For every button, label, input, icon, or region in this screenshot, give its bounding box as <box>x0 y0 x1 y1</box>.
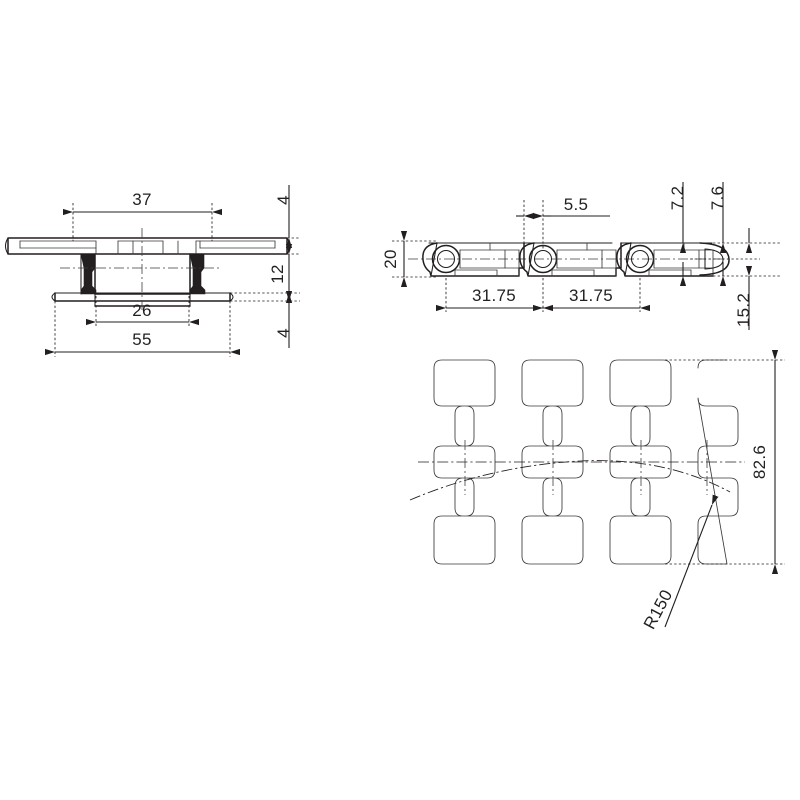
dim-5-5: 5.5 <box>516 195 610 250</box>
plan-turn-arc <box>409 460 731 501</box>
dim-side-vertical-stack: 7.2 7.6 15.2 <box>668 182 780 330</box>
dim-26: 26 <box>86 296 199 326</box>
front-center-hub <box>94 253 191 307</box>
dim-82-6: 82.6 <box>665 350 785 574</box>
dim-55: 55 <box>45 301 240 357</box>
dim-front-vertical-stack: 4 12 4 <box>230 185 300 348</box>
dim-82-6-label: 82.6 <box>750 445 769 479</box>
dim-31-75-a-label: 31.75 <box>472 286 516 305</box>
front-base-flange <box>51 292 234 302</box>
front-left-rib <box>80 253 97 295</box>
dim-20-label: 20 <box>381 249 400 269</box>
side-link-module-1 <box>422 242 613 277</box>
dim-7-2-label: 7.2 <box>668 186 687 211</box>
side-link-module-2 <box>519 242 622 277</box>
front-section-view: 37 26 55 4 12 <box>4 185 300 357</box>
dim-15-2-label: 15.2 <box>734 293 753 327</box>
plan-module-4 <box>697 359 739 565</box>
dim-55-label: 55 <box>132 330 152 349</box>
dim-31-75-b-label: 31.75 <box>569 286 613 305</box>
dim-20: 20 <box>381 231 437 287</box>
side-elevation-view: 20 5.5 31.75 31.75 <box>381 182 780 330</box>
dim-4-top-label: 4 <box>274 195 293 205</box>
dim-37-label: 37 <box>132 190 152 209</box>
dim-4-bottom-label: 4 <box>274 328 293 338</box>
plan-module-1 <box>433 359 496 565</box>
dim-37: 37 <box>63 190 222 241</box>
dim-5-5-label: 5.5 <box>564 195 589 214</box>
dim-7-6-label: 7.6 <box>708 186 727 211</box>
dim-31-75-group: 31.75 31.75 <box>436 278 650 312</box>
dim-26-label: 26 <box>132 301 152 320</box>
plan-module-2 <box>521 359 584 565</box>
dim-12-label: 12 <box>268 264 287 284</box>
plan-module-3 <box>609 359 672 565</box>
